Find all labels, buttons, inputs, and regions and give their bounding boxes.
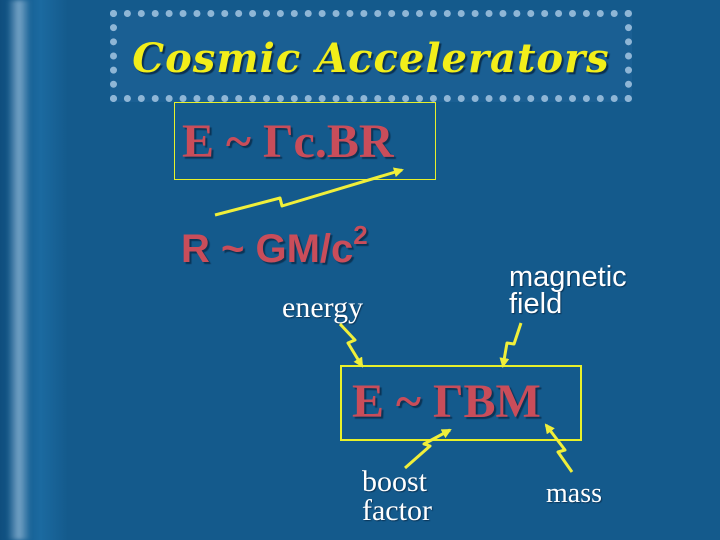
left-decorative-sidebar [0,0,68,540]
slide-title: Cosmic Accelerators [132,35,610,82]
label-field: field [509,288,563,320]
label-mass: mass [546,478,602,509]
bottom-formula-box [340,365,582,441]
arrow-field-lightning [499,322,523,368]
label-factor: factor [362,494,432,527]
glow-stripe [8,0,30,540]
formula-top: E ~ Γc.BR [182,115,394,168]
formula-bottom: E ~ ΓBM [352,375,541,428]
label-energy: energy [282,291,364,324]
arrow-boost-lightning [404,428,452,470]
label-boost-factor: boost factor [362,465,432,527]
arrow-mass-lightning [544,423,574,473]
formula-mid: R ~ GM/c2 [181,220,368,272]
label-boost: boost [362,465,428,498]
formula-mid-exponent: 2 [353,220,368,250]
arrow-r-to-formula [214,167,404,217]
label-magnetic: magnetic [509,261,627,293]
top-formula-box [174,102,436,180]
title-frame: Cosmic Accelerators [110,10,632,102]
formula-mid-main: R ~ GM/c [181,227,354,271]
arrow-energy-lightning [338,322,364,368]
label-magnetic-field: magnetic field [509,261,627,320]
